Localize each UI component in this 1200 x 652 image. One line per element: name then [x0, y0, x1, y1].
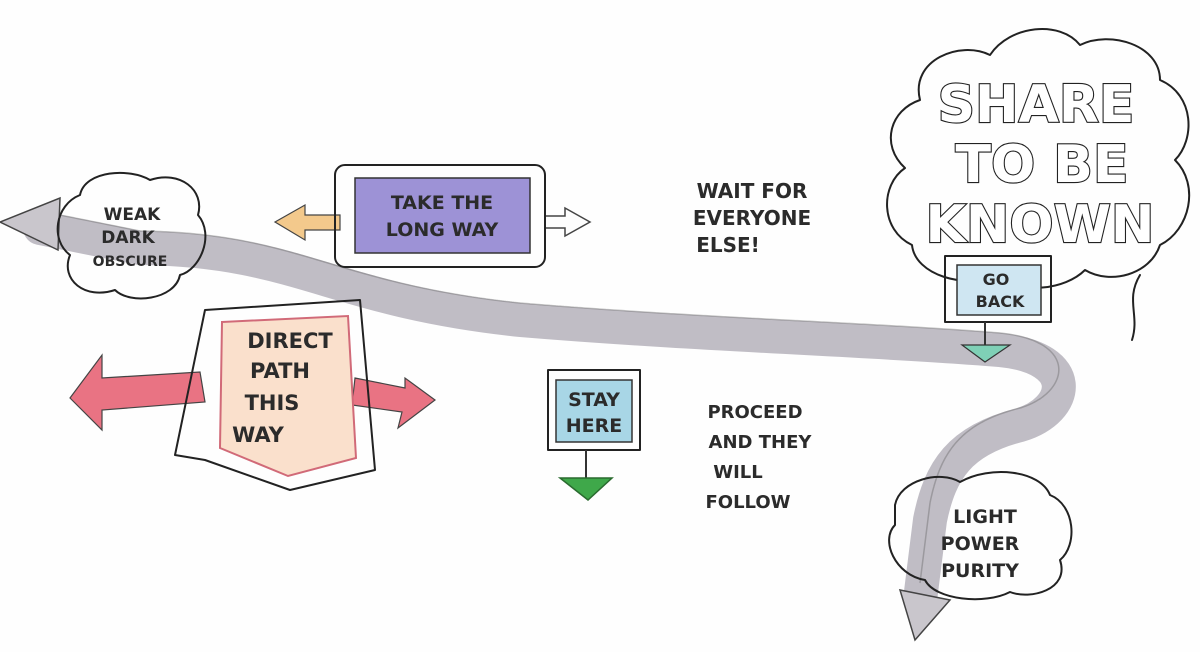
node-long-way-line2: LONG WAY [386, 219, 499, 241]
road-path [23, 211, 1076, 617]
node-go-back: GO BACK [944, 255, 1052, 363]
node-direct-line3: THIS [245, 391, 300, 415]
node-weak-line3: OBSCURE [93, 254, 168, 270]
note-proceed-line2: AND THEY [709, 432, 813, 453]
note-proceed-line4: FOLLOW [705, 492, 790, 513]
node-weak-line2: DARK [101, 228, 155, 248]
road-edge [39, 210, 1060, 584]
node-stay-line2: HERE [566, 415, 623, 437]
red-arrow-left [69, 353, 206, 432]
node-weak-line1: WEAK [104, 205, 162, 225]
node-light-line3: PURITY [941, 560, 1019, 582]
note-proceed: PROCEED AND THEY WILL FOLLOW [705, 402, 812, 513]
node-direct-line4: WAY [232, 423, 284, 447]
node-share-to-be-known: SHARE TO BE KNOWN [886, 28, 1191, 341]
node-weak-dark-obscure: WEAK DARK OBSCURE [56, 171, 207, 300]
node-light-line1: LIGHT [953, 506, 1017, 528]
note-wait: WAIT FOR EVERYONE ELSE! [693, 179, 811, 257]
node-direct-line2: PATH [250, 359, 310, 383]
node-share-line3: KNOWN [926, 195, 1155, 255]
node-take-the-long-way: TAKE THE LONG WAY [273, 164, 592, 268]
node-stay-here: STAY HERE [547, 369, 641, 501]
red-arrow-right [351, 376, 437, 430]
note-wait-line1: WAIT FOR [697, 179, 808, 203]
teal-arrow-down [960, 344, 1012, 363]
note-proceed-line3: WILL [713, 462, 763, 483]
note-proceed-line1: PROCEED [707, 402, 802, 423]
note-wait-line2: EVERYONE [693, 206, 811, 230]
node-light-power-purity: LIGHT POWER PURITY [888, 471, 1073, 601]
node-share-line2: TO BE [956, 135, 1129, 195]
node-light-line2: POWER [941, 533, 1020, 555]
green-arrow-down [557, 477, 614, 501]
note-wait-line3: ELSE! [696, 233, 760, 257]
node-go-back-line1: GO [983, 270, 1010, 289]
road-arrowhead-left [0, 196, 61, 252]
node-go-back-line2: BACK [976, 292, 1025, 311]
road-arrowhead-bottom [898, 589, 952, 642]
node-direct-line1: DIRECT [247, 329, 333, 353]
node-share-line1: SHARE [938, 75, 1135, 135]
node-stay-line1: STAY [568, 389, 620, 411]
orange-arrow-left [273, 203, 341, 242]
node-long-way-line1: TAKE THE [391, 192, 493, 214]
orange-arrow-right [544, 206, 592, 238]
node-direct-path: DIRECT PATH THIS WAY [69, 299, 437, 491]
